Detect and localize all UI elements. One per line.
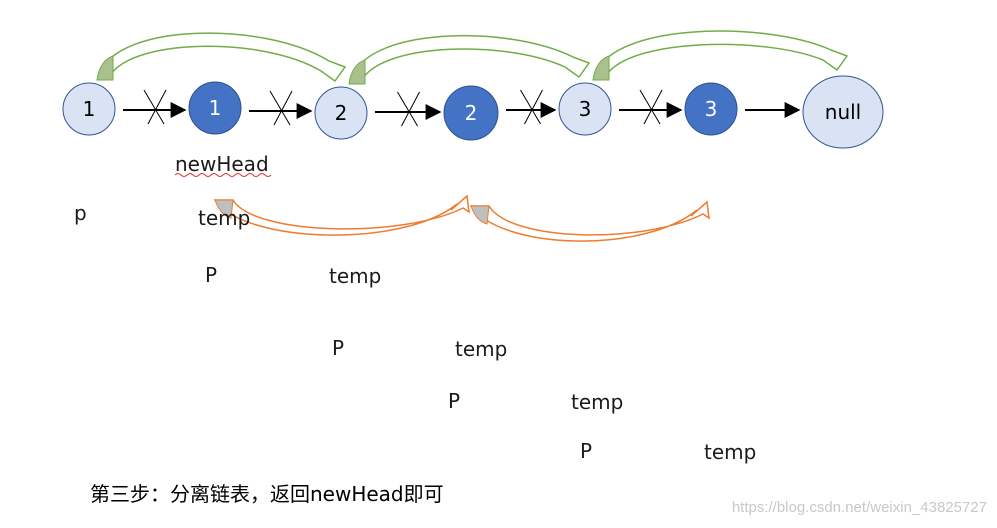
link-0 bbox=[123, 89, 187, 125]
green-arc-band-0 bbox=[98, 32, 347, 83]
source-watermark: https://blog.csdn.net/weixin_43825727 bbox=[731, 499, 987, 516]
list-node-0: 1 bbox=[62, 82, 116, 136]
cross-mark-a-0 bbox=[143, 89, 165, 125]
orange-arc-layer bbox=[213, 194, 710, 242]
node-label-4: 3 bbox=[579, 97, 592, 121]
green-arc-base-2 bbox=[592, 55, 610, 81]
cross-mark-a-3 bbox=[520, 89, 541, 125]
green-arc-base-0 bbox=[96, 55, 114, 81]
node-circle-0 bbox=[62, 82, 116, 136]
p-pointer-label-1: P bbox=[205, 263, 217, 287]
node-circle-4 bbox=[558, 82, 612, 136]
cross-mark-b-2 bbox=[401, 91, 420, 127]
green-arc-0 bbox=[96, 32, 347, 83]
new-head-label: newHead bbox=[175, 152, 269, 176]
node-circle-6 bbox=[802, 75, 884, 149]
temp-pointer-label-2: temp bbox=[455, 337, 507, 361]
orange-arc-1 bbox=[469, 200, 710, 242]
cross-mark-a-4 bbox=[639, 89, 661, 125]
green-arc-base-1 bbox=[348, 59, 366, 85]
node-label-6: null bbox=[825, 100, 861, 124]
orange-arc-base-0 bbox=[214, 199, 234, 219]
orange-arc-band-0 bbox=[213, 194, 470, 236]
new-head-underline bbox=[174, 173, 272, 177]
node-circle-1 bbox=[188, 81, 242, 135]
node-label-2: 2 bbox=[335, 101, 348, 125]
temp-pointer-label-3: temp bbox=[571, 390, 623, 414]
cross-mark-b-4 bbox=[643, 89, 663, 125]
node-label-1: 1 bbox=[209, 96, 222, 120]
p-pointer-label-3: P bbox=[448, 389, 460, 413]
cross-mark-b-0 bbox=[147, 89, 167, 125]
list-node-4: 3 bbox=[558, 82, 612, 136]
cross-mark-a-2 bbox=[397, 91, 418, 127]
temp-pointer-label-1: temp bbox=[329, 264, 381, 288]
cross-mark-a-1 bbox=[269, 90, 291, 126]
p-pointer-label-2: P bbox=[332, 336, 344, 360]
node-label-5: 3 bbox=[705, 97, 718, 121]
list-node-5: 3 bbox=[684, 82, 738, 136]
green-arc-2 bbox=[592, 30, 849, 81]
list-node-6: null bbox=[802, 75, 884, 149]
temp-pointer-label-4: temp bbox=[704, 440, 756, 464]
node-circle-2 bbox=[314, 86, 368, 140]
step-caption: 第三步：分离链表，返回newHead即可 bbox=[90, 482, 444, 506]
node-circle-5 bbox=[684, 82, 738, 136]
orange-arc-0 bbox=[213, 194, 470, 236]
cross-mark-b-3 bbox=[524, 89, 543, 125]
link-2 bbox=[375, 91, 442, 127]
green-arc-layer bbox=[96, 30, 849, 85]
cross-mark-b-1 bbox=[273, 90, 293, 126]
link-arrow-layer bbox=[123, 89, 801, 127]
green-arc-band-2 bbox=[594, 30, 849, 79]
green-arc-1 bbox=[348, 34, 591, 85]
link-4 bbox=[619, 89, 683, 125]
node-circle-3 bbox=[443, 85, 499, 141]
list-node-1: 1 bbox=[188, 81, 242, 135]
list-node-2: 2 bbox=[314, 86, 368, 140]
list-node-3: 2 bbox=[443, 85, 499, 141]
p-pointer-label-4: P bbox=[580, 439, 592, 463]
link-1 bbox=[249, 90, 313, 126]
node-label-0: 1 bbox=[83, 97, 96, 121]
node-label-3: 2 bbox=[465, 101, 478, 125]
orange-arc-base-1 bbox=[470, 205, 490, 225]
pointer-row-0: p temp bbox=[74, 201, 250, 230]
green-arc-band-1 bbox=[350, 34, 591, 83]
link-3 bbox=[506, 89, 557, 125]
temp-pointer-label-0: temp bbox=[198, 206, 250, 230]
p-pointer-label-0: p bbox=[74, 201, 87, 225]
orange-arc-band-1 bbox=[469, 200, 710, 242]
node-layer: 1 1 2 2 3 3 null bbox=[62, 75, 884, 149]
